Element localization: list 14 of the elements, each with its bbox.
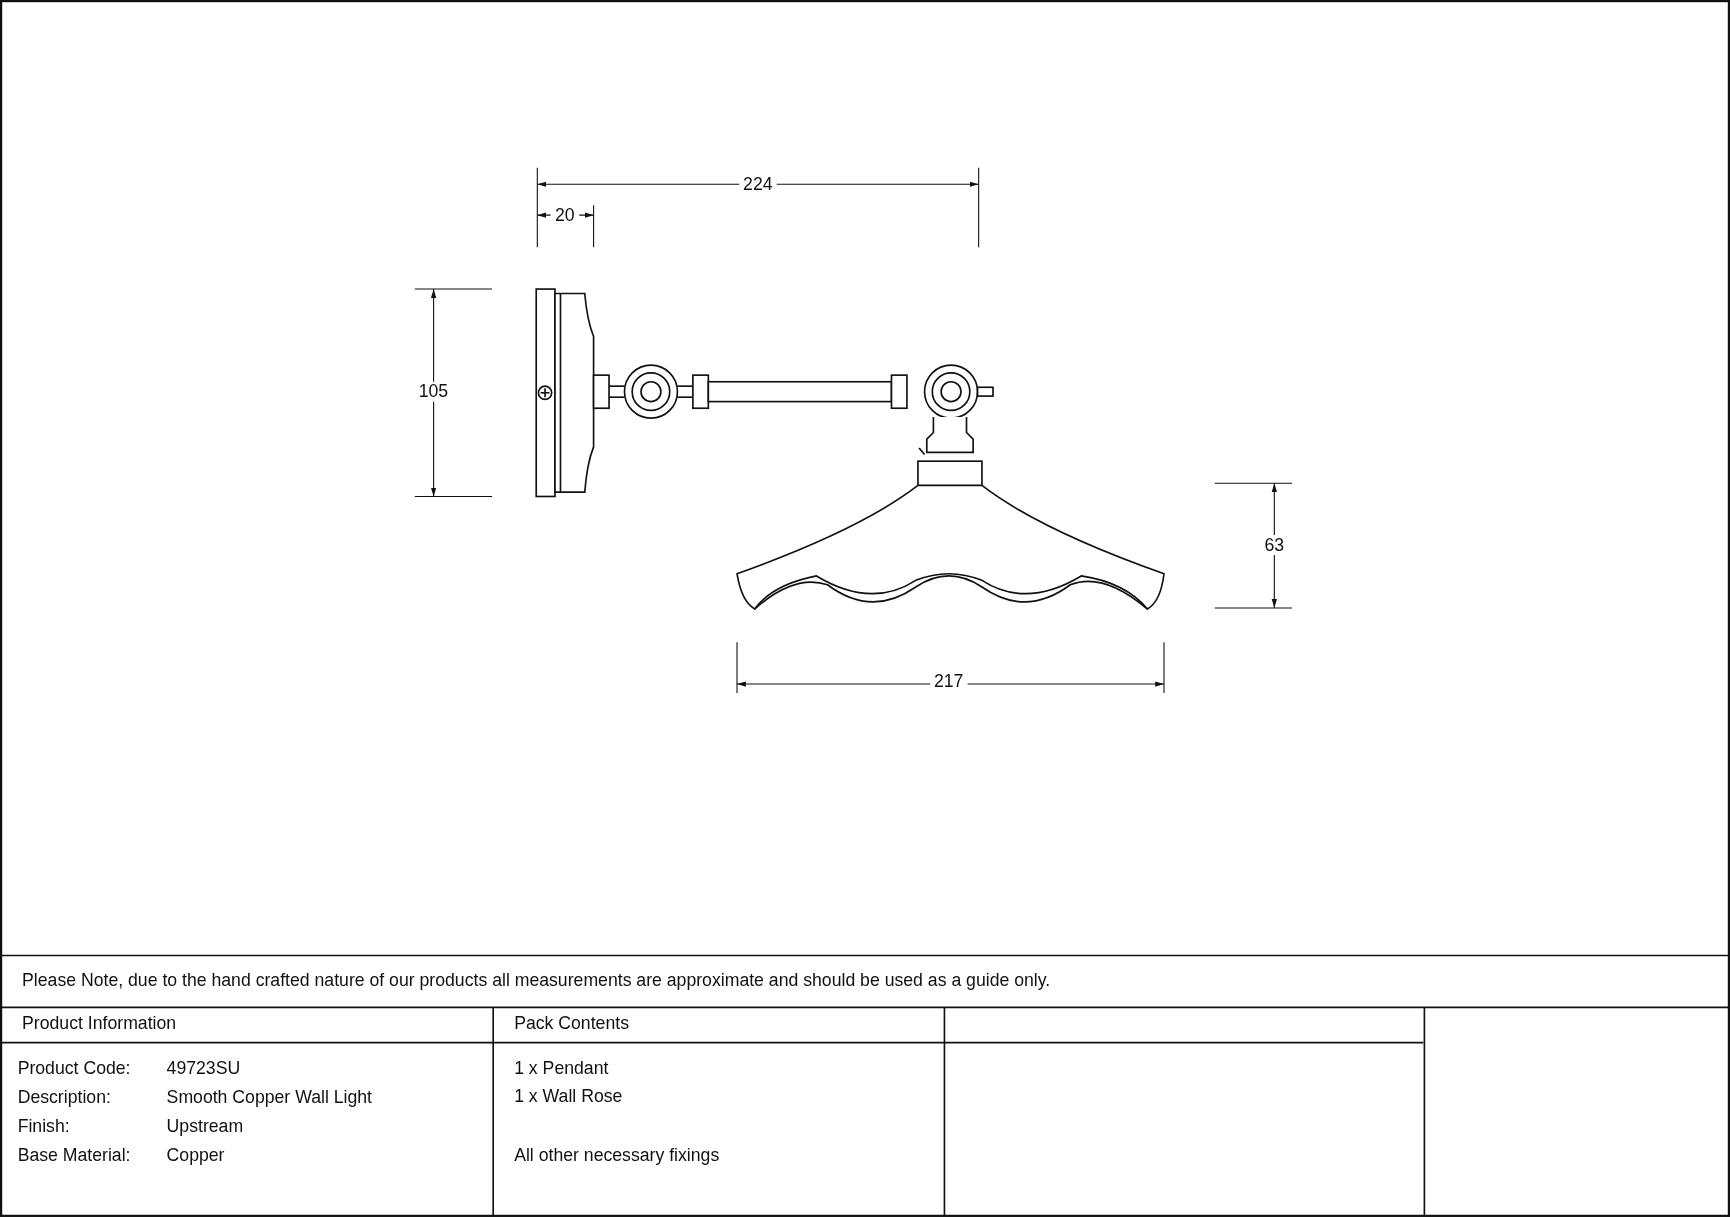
pack-item: 1 x Pendant	[514, 1058, 609, 1078]
field-label: Product Code:	[17, 1058, 131, 1078]
field-value: Copper	[166, 1145, 225, 1166]
section-heading: Pack Contents	[514, 1013, 629, 1034]
field-value: Upstream	[166, 1116, 244, 1137]
field-label: Description:	[17, 1087, 111, 1108]
pack-item: 1 x Wall Rose	[514, 1086, 623, 1107]
field-label: Base Material:	[17, 1145, 131, 1166]
field-value: Smooth Copper Wall Light	[166, 1087, 372, 1108]
disclaimer-note: Please Note, due to the hand crafted nature of our products all measurements are approximate and should be used as a guide only.	[22, 970, 1051, 991]
field-value: 49723SU	[166, 1058, 241, 1078]
section-heading: Product Information	[22, 1013, 177, 1034]
pack-item: All other necessary fixings	[514, 1145, 720, 1166]
field-label: Finish:	[17, 1116, 70, 1137]
